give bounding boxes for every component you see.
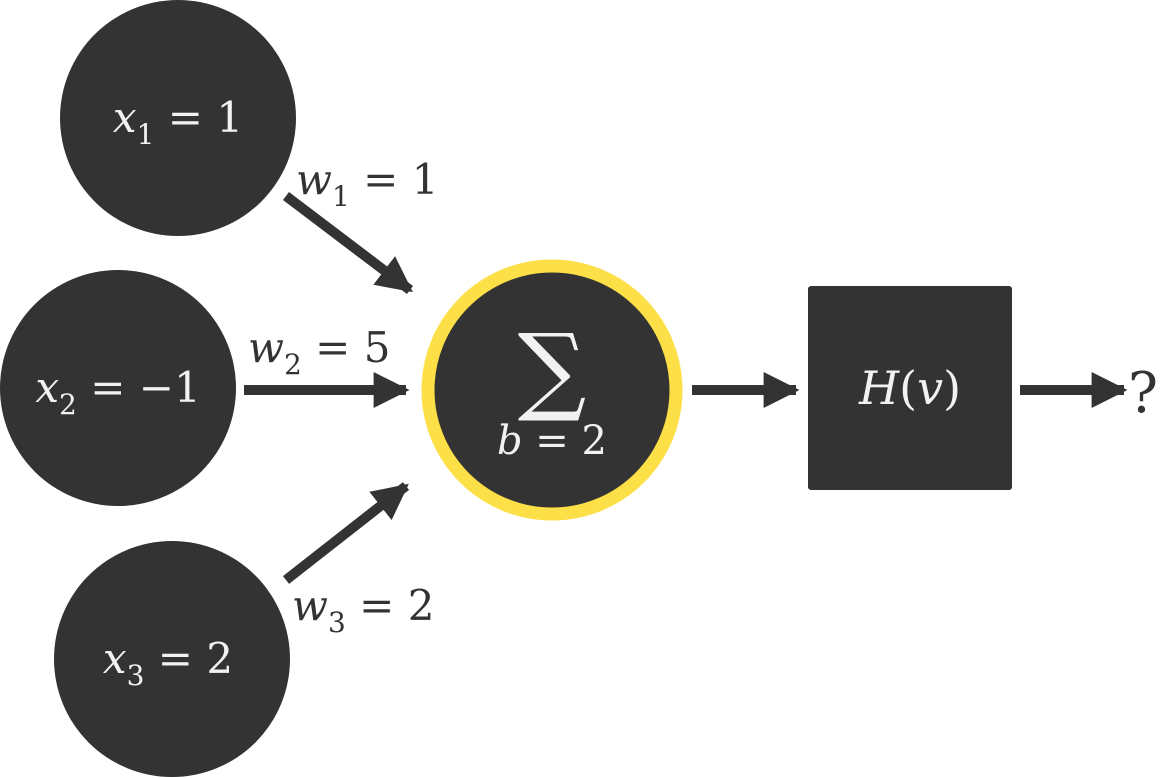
input-x1-var: x <box>113 93 137 142</box>
input-x2-var: x <box>35 363 59 412</box>
weight-w3-equals: = <box>346 581 408 630</box>
activation-open-paren: ( <box>899 361 917 415</box>
input-node-x2: x2 = −1 <box>0 270 236 506</box>
activation-label: H(v) <box>858 361 961 415</box>
svg-text:x3 = 2: x3 = 2 <box>103 634 233 692</box>
svg-text:x2 = −1: x2 = −1 <box>35 363 200 421</box>
summation-node: ∑ b = 2 <box>421 259 683 521</box>
activation-node: H(v) <box>808 286 1012 490</box>
input-node-x3-circle <box>54 541 290 777</box>
input-x2-value: −1 <box>139 363 201 412</box>
input-x2-sub: 2 <box>59 388 77 421</box>
bias-value: 2 <box>582 418 607 464</box>
input-x2-equals: = <box>77 363 139 412</box>
input-x1-equals: = <box>154 93 216 142</box>
weight-w1-value: 1 <box>412 155 439 204</box>
bias-equals: = <box>523 418 582 464</box>
weight-w2-sub: 2 <box>284 348 302 381</box>
weight-w1-sub: 1 <box>332 180 350 213</box>
weight-w1-var: w <box>296 155 332 204</box>
activation-arg: v <box>917 361 943 415</box>
input-x3-sub: 3 <box>127 659 145 692</box>
weight-label-w3: w3 = 2 <box>292 581 434 639</box>
input-node-x1: x1 = 1 <box>60 0 296 236</box>
weight-label-w1: w1 = 1 <box>296 155 438 213</box>
weight-w3-sub: 3 <box>328 606 346 639</box>
input-node-x2-circle <box>0 270 236 506</box>
weight-w2-var: w <box>248 323 284 372</box>
activation-fn: H <box>858 361 900 415</box>
edge-x1-to-sum <box>282 192 414 294</box>
summation-symbol: ∑ <box>518 313 587 425</box>
bias-label: b = 2 <box>497 418 607 464</box>
weight-w1-equals: = <box>350 155 412 204</box>
weight-w2-value: 5 <box>364 323 391 372</box>
weight-w2-equals: = <box>302 323 364 372</box>
input-node-x1-circle <box>60 0 296 236</box>
weight-label-w2: w2 = 5 <box>248 323 390 381</box>
input-x1-sub: 1 <box>137 118 155 151</box>
edge-x3-to-sum <box>282 482 410 584</box>
input-node-x3: x3 = 2 <box>54 541 290 777</box>
input-x3-var: x <box>103 634 127 683</box>
input-x1-value: 1 <box>216 93 243 142</box>
input-x3-value: 2 <box>206 634 233 683</box>
svg-text:x1 = 1: x1 = 1 <box>113 93 243 151</box>
weight-w3-value: 2 <box>408 581 435 630</box>
activation-close-paren: ) <box>943 361 961 415</box>
weight-w3-var: w <box>292 581 328 630</box>
input-x3-equals: = <box>144 634 206 683</box>
activation-box <box>808 286 1012 490</box>
summation-node-circle <box>421 259 683 521</box>
output-question-mark: ? <box>1128 361 1158 426</box>
bias-var: b <box>497 418 523 464</box>
